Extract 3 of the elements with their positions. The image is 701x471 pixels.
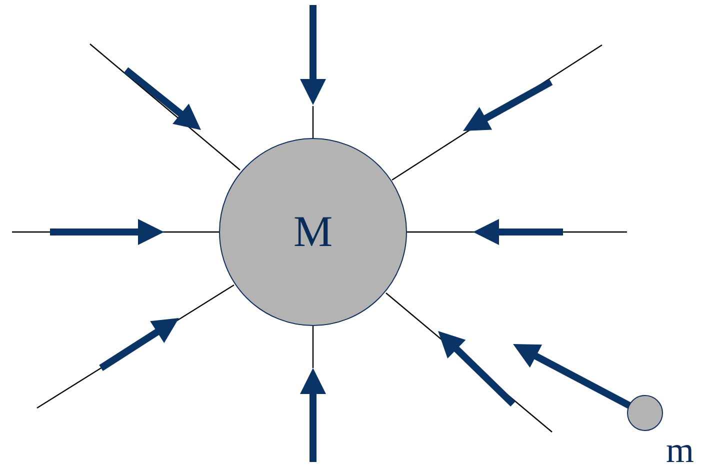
mass-label: M (293, 210, 333, 254)
mass-label: m (666, 432, 694, 468)
small-mass-circle (627, 395, 663, 431)
